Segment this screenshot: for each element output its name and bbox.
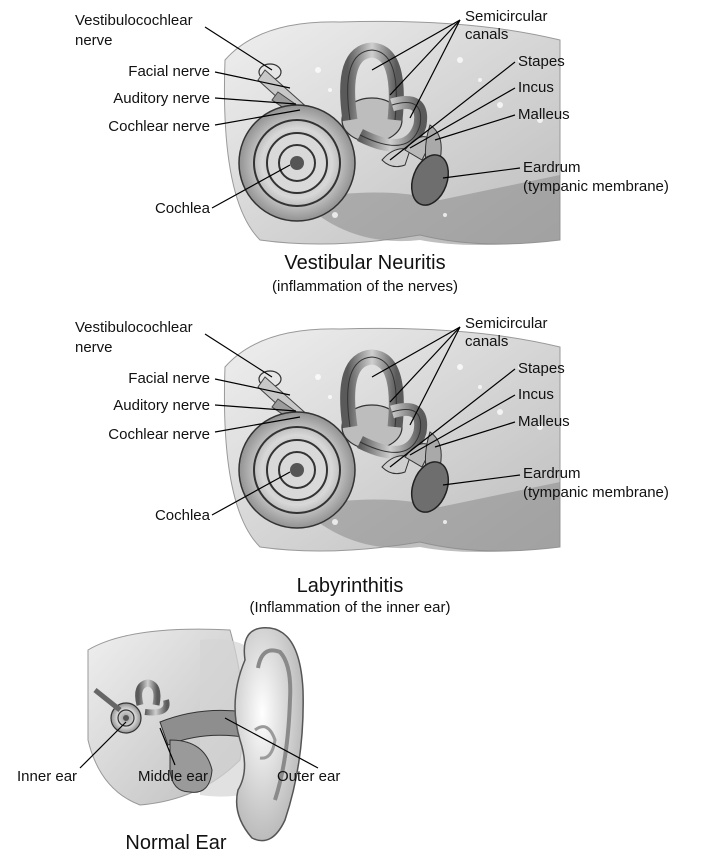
label-facial-nerve: Facial nerve — [128, 63, 210, 80]
label-stapes: Stapes — [518, 360, 565, 377]
caption-vestibular-neuritis: Vestibular Neuritis — [284, 252, 445, 274]
label-semicircular-canals: canals — [465, 26, 508, 43]
subtitle-vestibular-neuritis: (inflammation of the nerves) — [272, 278, 458, 295]
label-tympanic-membrane: (tympanic membrane) — [523, 178, 669, 195]
label-malleus: Malleus — [518, 106, 570, 123]
label-vestibulocochlear: Vestibulocochlear — [75, 319, 193, 336]
label-stapes: Stapes — [518, 53, 565, 70]
label-outer-ear: Outer ear — [277, 768, 340, 785]
label-malleus: Malleus — [518, 413, 570, 430]
subtitle-labyrinthitis: (Inflammation of the inner ear) — [250, 599, 451, 616]
label-facial-nerve: Facial nerve — [128, 370, 210, 387]
label-inner-ear: Inner ear — [17, 768, 77, 785]
label-tympanic-membrane: (tympanic membrane) — [523, 484, 669, 501]
label-eardrum: Eardrum — [523, 159, 581, 176]
label-vestibulocochlear: Vestibulocochlear — [75, 12, 193, 29]
label-cochlear-nerve: Cochlear nerve — [108, 426, 210, 443]
label-vestibulocochlear-nerve: nerve — [75, 32, 113, 49]
label-semicircular: Semicircular — [465, 315, 548, 332]
label-auditory-nerve: Auditory nerve — [113, 90, 210, 107]
label-auditory-nerve: Auditory nerve — [113, 397, 210, 414]
label-middle-ear: Middle ear — [138, 768, 208, 785]
panel-labyrinthitis: Vestibulocochlear nerve Facial nerve Aud… — [75, 315, 669, 616]
normal-ear-illustration — [87, 627, 304, 842]
label-incus: Incus — [518, 386, 554, 403]
panel-normal-ear: Inner ear Middle ear Outer ear Normal Ea… — [17, 627, 340, 854]
label-vestibulocochlear-nerve: nerve — [75, 339, 113, 356]
label-cochlea: Cochlea — [155, 507, 211, 524]
leader-lines — [204, 326, 521, 516]
panel-vestibular-neuritis: Vestibulocochlear nerve Facial nerve Aud… — [75, 8, 669, 295]
label-semicircular-canals: canals — [465, 333, 508, 350]
label-cochlear-nerve: Cochlear nerve — [108, 118, 210, 135]
label-semicircular: Semicircular — [465, 8, 548, 25]
label-incus: Incus — [518, 79, 554, 96]
label-eardrum: Eardrum — [523, 465, 581, 482]
caption-normal-ear: Normal Ear — [125, 832, 226, 854]
inner-ear-illustration — [224, 21, 560, 245]
inner-ear-illustration — [224, 328, 560, 552]
label-cochlea: Cochlea — [155, 200, 211, 217]
leader-lines — [204, 19, 521, 209]
caption-labyrinthitis: Labyrinthitis — [297, 575, 404, 597]
leader-lines — [79, 717, 319, 769]
